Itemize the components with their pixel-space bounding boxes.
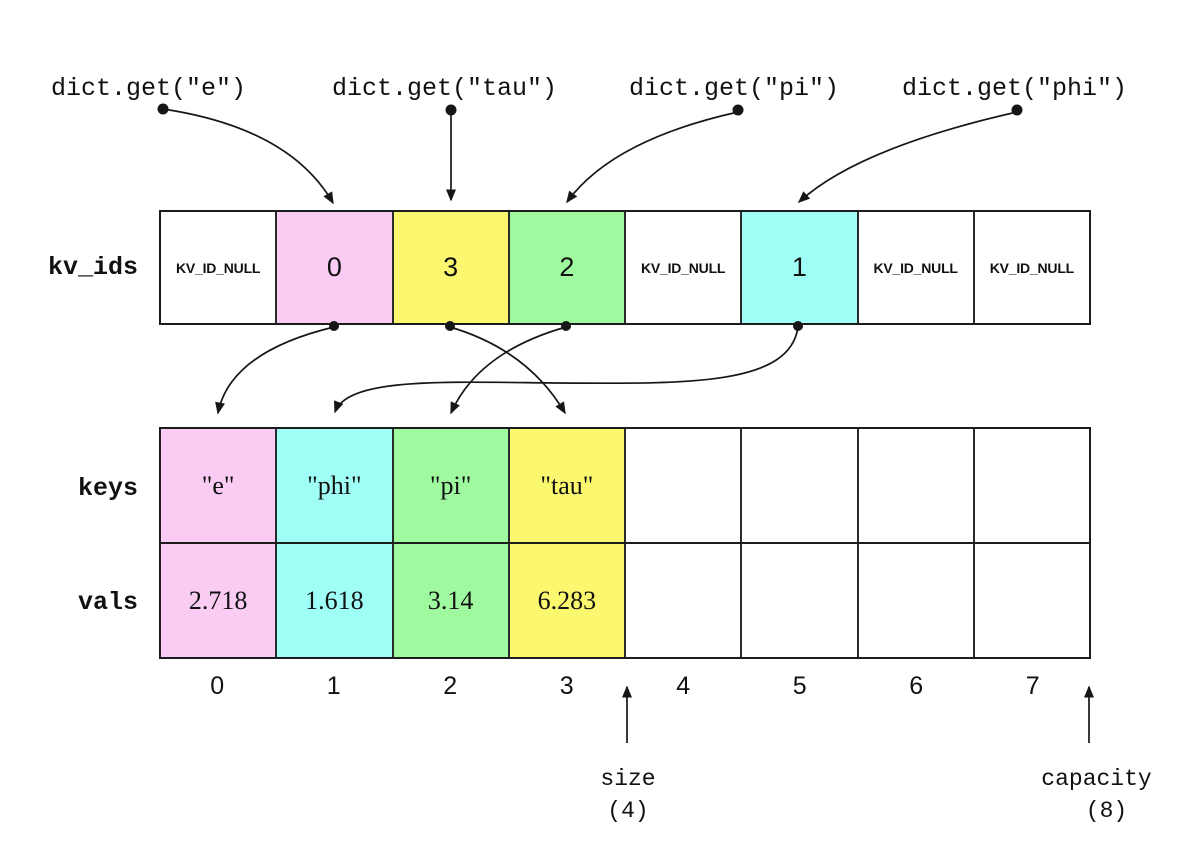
kv-ids-cell-5: 1 [740,212,857,323]
vals-cell-1: 1.618 [275,544,392,657]
vals-cell-6 [856,544,973,657]
call-label-get-phi: dict.get("phi") [902,74,1128,103]
keys-cell-0: "e" [161,429,276,542]
keys-cell-6 [856,429,973,542]
kv-ids-row: KV_ID_NULL 0 3 2 KV_ID_NULL 1 KV_ID_NULL… [161,212,1089,323]
kv-ids-row-label: kv_ids [47,253,138,282]
vals-row: 2.718 1.618 3.14 6.283 [161,542,1089,657]
index-label-0: 0 [210,672,225,700]
vals-cell-2: 3.14 [391,544,508,657]
size-label: size [600,766,656,792]
probe-dot-pi [732,104,744,116]
arrow-get-phi-to-slot5 [797,111,1018,204]
kv-ids-cell-0: KV_ID_NULL [161,212,276,323]
probe-dot-phi [1011,104,1023,116]
index-label-4: 4 [676,672,691,700]
index-label-7: 7 [1025,672,1040,700]
kv-id-value: 1 [791,252,807,282]
arrow-get-pi-to-slot3 [566,111,739,204]
vals-cell-7 [972,544,1089,657]
keys-cell-2: "pi" [391,429,508,542]
keys-cell-7 [972,429,1089,542]
slot-indices: 0 1 2 3 4 5 6 7 [159,672,1091,701]
keys-cell-1: "phi" [275,429,392,542]
probe-dot-tau [445,104,457,116]
keys-vals-array: "e" "phi" "pi" "tau" 2.718 1.618 3.14 6.… [159,427,1091,659]
vals-cell-4 [624,544,741,657]
capacity-value: (8) [1085,798,1128,824]
kv-id-null-value: KV_ID_NULL [873,259,958,276]
kv-id-value: 2 [559,252,575,282]
kv-ids-cell-2: 3 [391,212,508,323]
index-label-2: 2 [443,672,458,700]
keys-cell-4 [624,429,741,542]
arrow-id1-to-entry1 [333,326,799,414]
index-label-3: 3 [559,672,574,700]
call-label-get-e: dict.get("e") [51,74,247,103]
vals-cell-5 [740,544,857,657]
vals-row-label: vals [77,588,138,617]
arrow-id0-to-entry0 [215,326,335,415]
kv-id-value: 0 [326,252,342,282]
kv-id-null-value: KV_ID_NULL [640,259,726,276]
keys-row-label: keys [77,474,138,503]
call-label-get-tau: dict.get("tau") [332,74,558,103]
call-label-get-pi: dict.get("pi") [629,74,840,103]
vals-cell-0: 2.718 [161,544,276,657]
vals-cell-3: 6.283 [507,544,624,657]
kv-ids-cell-1: 0 [275,212,392,323]
kv-id-value: 3 [443,252,459,282]
arrow-id2-to-entry2 [450,326,567,415]
kv-ids-array: KV_ID_NULL 0 3 2 KV_ID_NULL 1 KV_ID_NULL… [159,210,1091,325]
probe-dot-e [157,103,169,115]
kv-ids-cell-7: KV_ID_NULL [972,212,1089,323]
keys-cell-5 [740,429,857,542]
index-label-1: 1 [326,672,341,700]
keys-cell-3: "tau" [507,429,624,542]
arrow-id3-to-entry3 [449,326,566,415]
kv-ids-cell-6: KV_ID_NULL [856,212,973,323]
kv-id-null-value: KV_ID_NULL [989,259,1075,276]
size-value: (4) [607,798,649,824]
kv-ids-cell-4: KV_ID_NULL [624,212,741,323]
index-label-6: 6 [909,672,924,700]
kv-ids-cell-3: 2 [507,212,624,323]
keys-row: "e" "phi" "pi" "tau" [161,429,1089,542]
arrow-get-e-to-slot1 [162,108,334,205]
capacity-label: capacity [1041,766,1152,792]
index-label-5: 5 [792,672,807,700]
kv-id-null-value: KV_ID_NULL [175,259,261,276]
